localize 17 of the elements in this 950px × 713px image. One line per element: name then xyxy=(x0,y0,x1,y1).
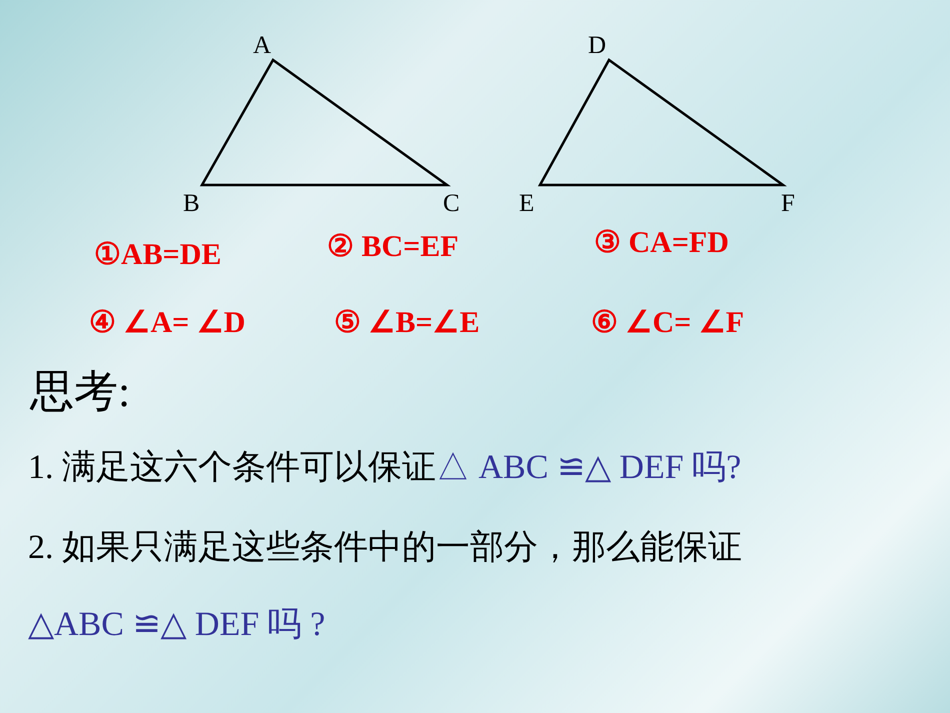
congruence-text: △ABC ≌△ DEF 吗 ? xyxy=(28,606,326,643)
vertex-label: F xyxy=(781,190,795,218)
vertex-label: C xyxy=(443,190,460,218)
question-text: 1. 满足这六个条件可以保证 xyxy=(28,449,436,486)
condition-text: ①AB=DE xyxy=(94,238,222,271)
congruence-text: △ ABC ≌△ DEF 吗? xyxy=(436,449,742,486)
vertex-label: A xyxy=(253,32,272,60)
vertex-label: B xyxy=(183,190,200,218)
question-text: 2. 如果只满足这些条件中的一部分，那么能保证 xyxy=(28,529,742,566)
condition-text: ② BC=EF xyxy=(327,230,459,263)
vertex-label: E xyxy=(519,190,534,218)
condition-text: ④ ∠A= ∠D xyxy=(89,306,246,339)
vertex-label: D xyxy=(588,32,606,60)
condition-text: ⑤ ∠B=∠E xyxy=(334,306,480,339)
condition-text: ⑥ ∠C= ∠F xyxy=(591,306,744,339)
condition-text: ③ CA=FD xyxy=(594,226,729,259)
heading: 思考: xyxy=(30,368,130,416)
